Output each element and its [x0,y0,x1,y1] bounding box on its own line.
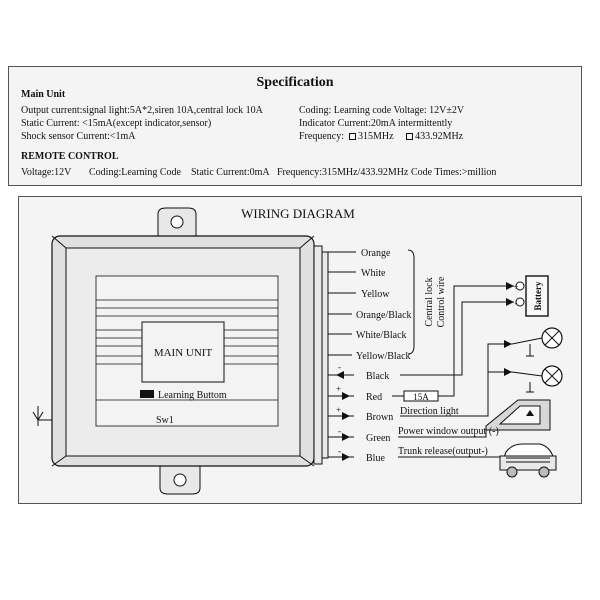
indicator-current-text: Indicator Current:20mA intermittently [299,118,453,129]
coding-voltage-text: Coding: Learning code Voltage: 12V±2V [299,105,465,116]
wire-lines [328,251,356,458]
wire-label-orange: Orange [361,248,391,259]
frequency-label: Frequency: [299,131,344,142]
remote-voltage-text: Voltage:12V [21,167,72,178]
wiring-diagram-title: WIRING DIAGRAM [241,206,355,221]
battery-connections [400,285,514,397]
central-lock-label-line1: Central lock [424,277,435,326]
remote-coding-text: Coding:Learning Code [89,167,181,178]
bulb-ground-symbols [511,337,543,393]
shock-sensor-text: Shock sensor Current:<1mA [21,131,136,142]
battery-plus: + [513,282,518,292]
wire-label-white-black: White/Black [356,330,407,341]
wire-label-white: White [361,268,386,279]
battery-label: Battery [533,281,543,310]
green-wire-minus: - [338,426,341,436]
fuse-label: 15A [413,392,429,402]
frequency-checkbox-433 [406,133,414,140]
remote-control-heading: REMOTE CONTROL [21,151,119,162]
remote-code-times-text: Code Times:>million [411,167,497,178]
frequency-option-315: 315MHz [358,131,394,142]
bottom-mounting-tab [159,465,201,495]
central-lock-brace [407,249,415,355]
black-wire-minus: - [338,362,341,372]
main-unit-heading: Main Unit [21,89,66,100]
direction-light-bulb-bottom-icon [541,365,563,387]
power-window-wire [398,428,487,438]
specification-title: Specification [256,75,334,90]
wire-label-blue: Blue [366,453,385,464]
direction-light-bulb-top-icon [541,327,563,349]
wire-label-green: Green [366,433,390,444]
remote-static-current-text: Static Current:0mA [191,167,270,178]
fuse-icon [392,390,442,402]
battery-connection-arrows [506,282,514,306]
wire-label-yellow: Yellow [361,289,390,300]
frequency-row: Frequency: 315MHz 433.92MHz [299,131,463,143]
frequency-checkbox-315 [349,133,356,140]
power-window-label: Power window output (-) [398,426,499,437]
wire-connector-block [313,245,329,465]
main-unit-housing [51,235,315,467]
car-trunk-icon [499,443,557,478]
wire-label-brown: Brown [366,412,393,423]
battery-minus: - [515,298,518,308]
wire-label-orange-black: Orange/Black [356,310,412,321]
top-mounting-tab [157,207,197,239]
central-lock-label-line2: Control wire [436,276,447,327]
direction-light-arrows [504,340,512,376]
output-current-text: Output current:signal light:5A*2,siren 1… [21,105,263,116]
frequency-option-433: 433.92MHz [415,131,464,142]
wire-label-yellow-black: Yellow/Black [356,351,411,362]
specification-panel: Specification Main Unit Output current:s… [8,66,582,186]
remote-frequency-text: Frequency:315MHz/433.92MHz [277,167,409,178]
blue-wire-minus: - [338,446,341,456]
power-window-icon [485,399,551,431]
trunk-release-label: Trunk release(output-) [398,446,488,457]
sw1-label: Sw1 [156,415,174,426]
battery-icon [515,275,549,317]
wire-label-red: Red [366,392,382,403]
red-wire-plus: + [336,384,341,394]
wire-arrow-heads [336,371,350,461]
learning-button-label: Learning Buttom [158,390,227,401]
wire-label-black: Black [366,371,389,382]
direction-light-label: Direction light [400,406,459,417]
brown-wire-plus: + [336,405,341,415]
main-unit-label: MAIN UNIT [154,347,213,359]
static-current-text: Static Current: <15mA(except indicator,s… [21,118,212,129]
learning-button-icon [140,390,154,398]
